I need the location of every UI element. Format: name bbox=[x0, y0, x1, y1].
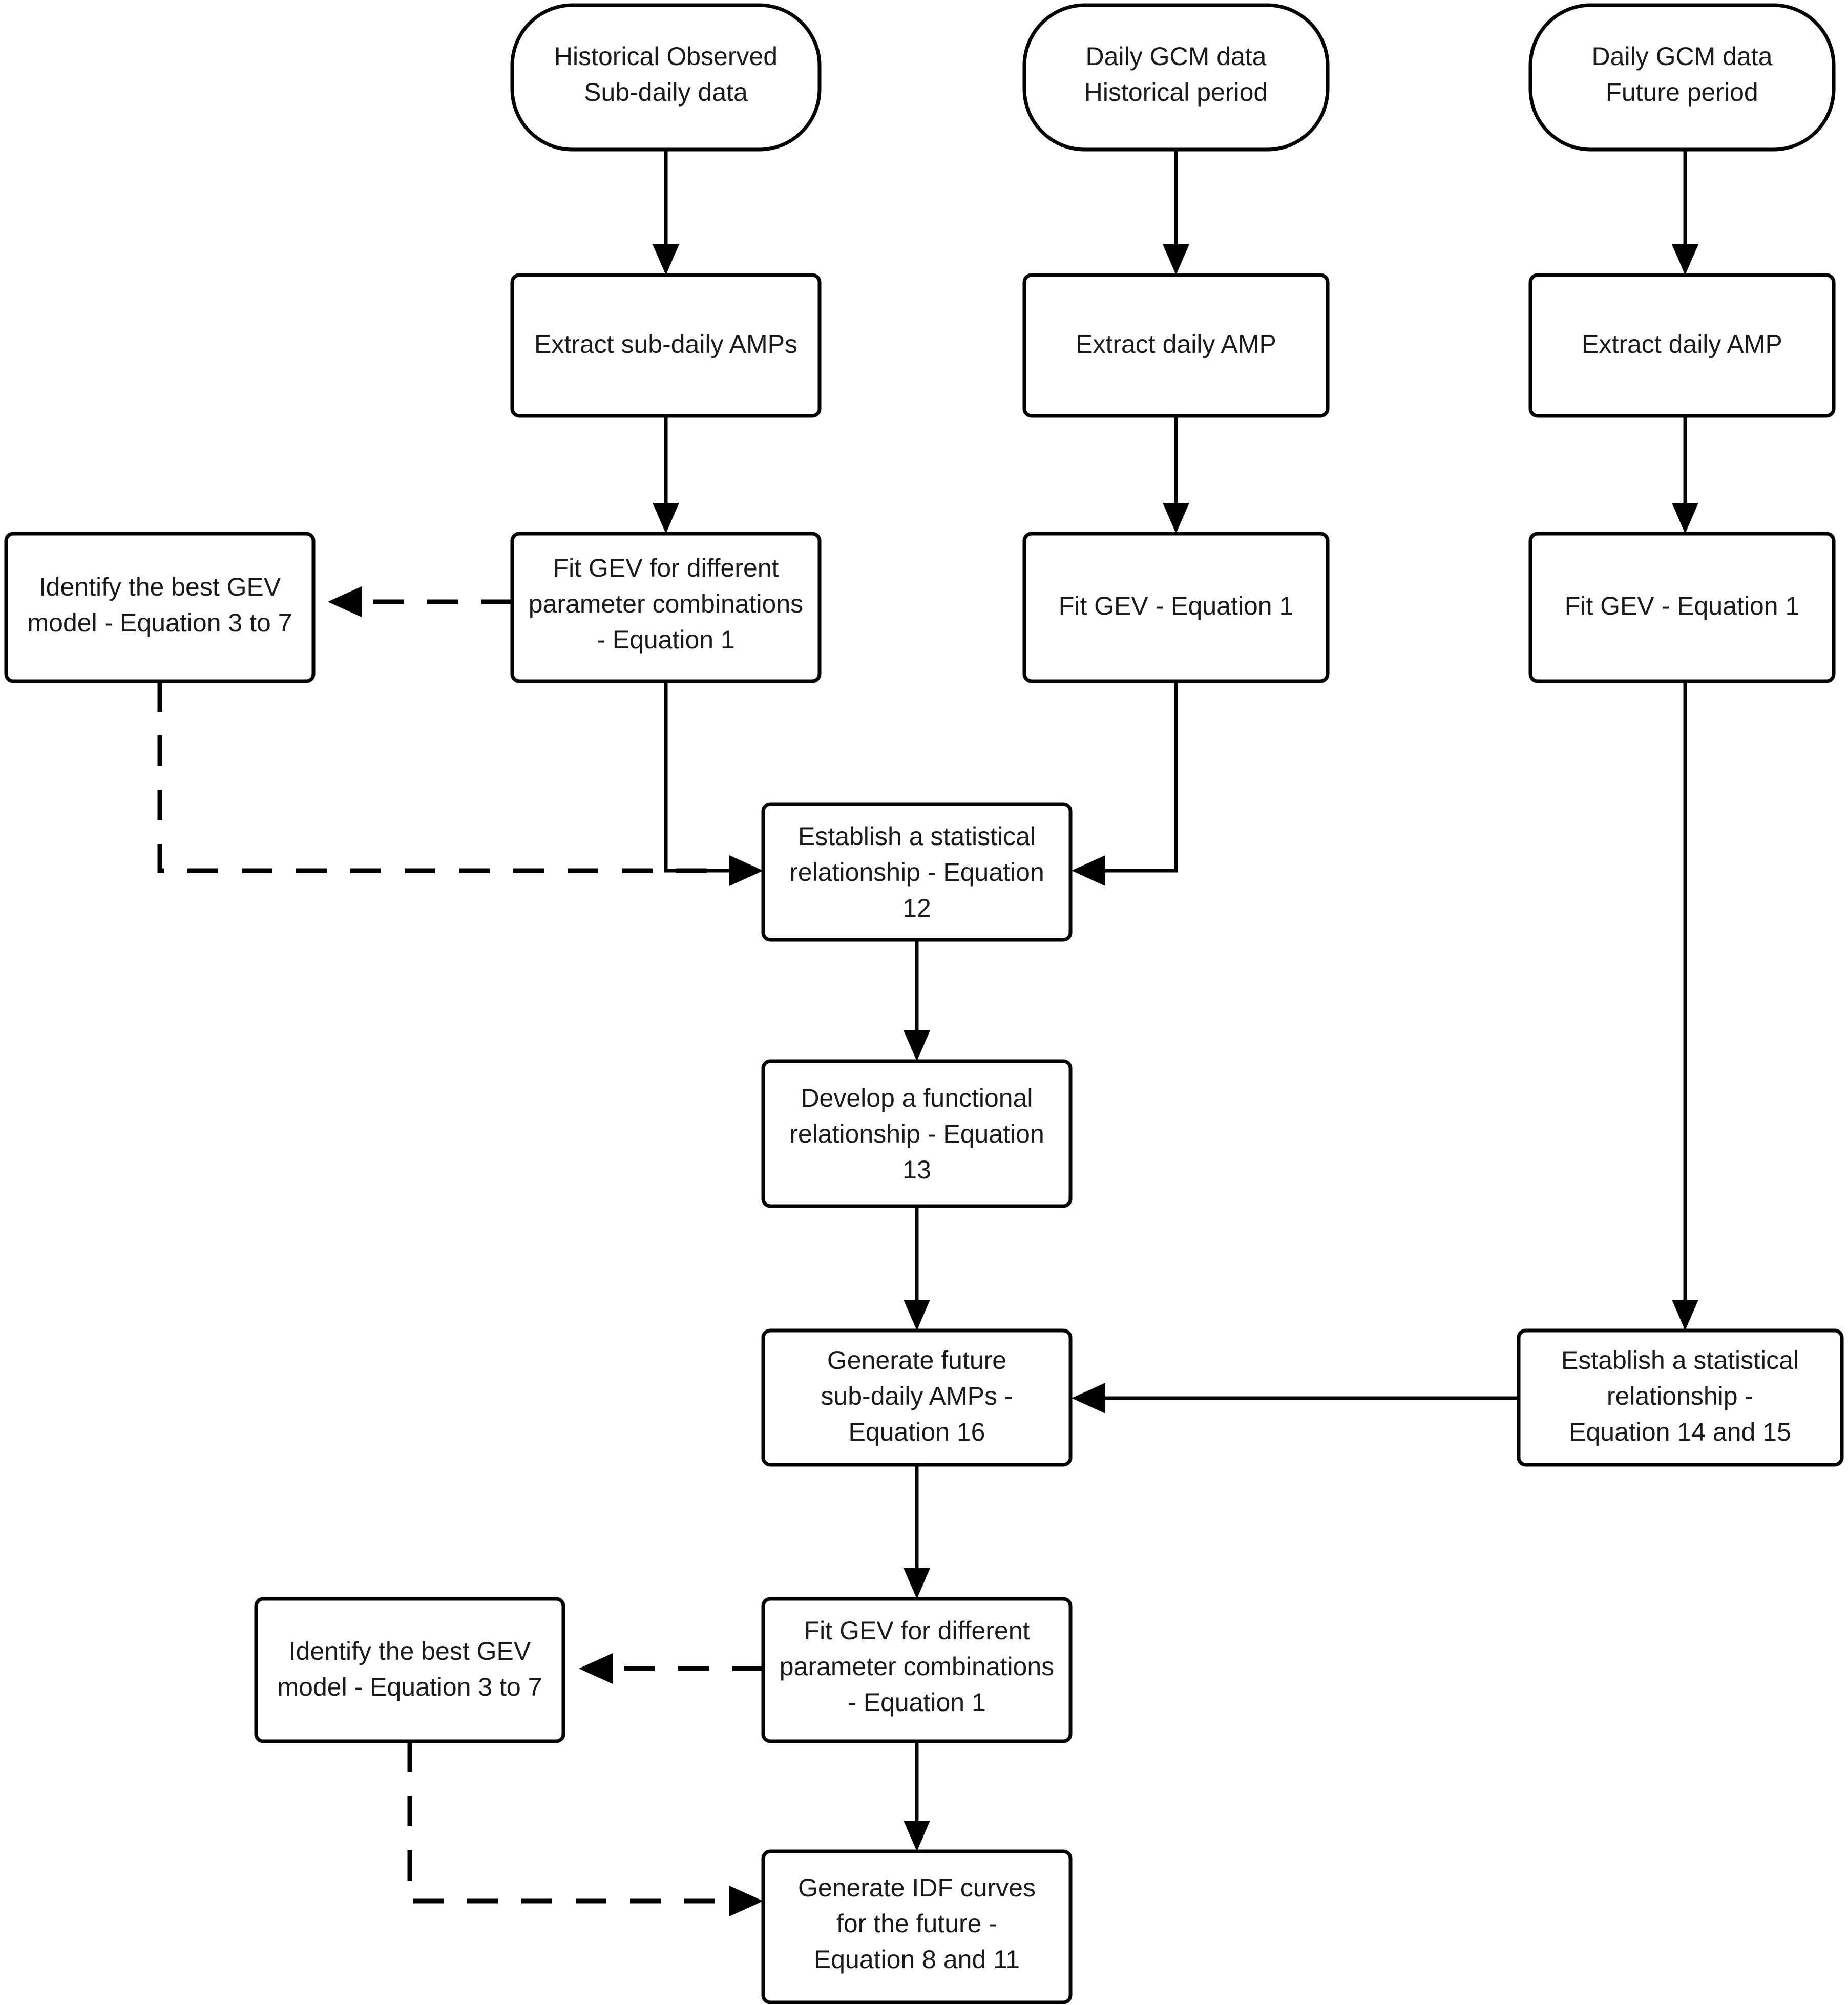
node-establish-statistical-eq14-15[interactable]: Establish a statistical relationship - E… bbox=[1517, 1328, 1844, 1467]
node-fit-gev-combinations-bottom[interactable]: Fit GEV for different parameter combinat… bbox=[761, 1597, 1073, 1743]
node-identify-best-gev-bottom[interactable]: Identify the best GEV model - Equation 3… bbox=[254, 1597, 565, 1743]
edge-fitgev-bottom-to-idf bbox=[904, 1741, 930, 1851]
node-label-line: Identify the best GEV bbox=[39, 573, 281, 601]
node-extract-sub-daily-amps[interactable]: Extract sub-daily AMPs bbox=[510, 273, 822, 418]
edge-establish1415-to-generate-amps bbox=[1072, 1383, 1519, 1413]
node-label-line: Fit GEV for different bbox=[553, 554, 779, 582]
edge-develop13-to-generate-amps bbox=[904, 1206, 930, 1331]
node-label-line: 12 bbox=[902, 894, 931, 922]
node-label-line: relationship - Equation bbox=[789, 1120, 1044, 1148]
edge-gcm-future-to-extract bbox=[1672, 150, 1698, 275]
node-label-line: Historical period bbox=[1084, 78, 1268, 107]
node-label-line: Daily GCM data bbox=[1086, 42, 1267, 71]
node-daily-gcm-historical[interactable]: Daily GCM data Historical period bbox=[1022, 3, 1330, 152]
node-label-line: sub-daily AMPs - bbox=[821, 1382, 1013, 1410]
node-label-line: 13 bbox=[902, 1155, 931, 1184]
edge-identify-top-to-establish12 bbox=[157, 681, 738, 873]
edge-generate-amps-to-fitgev-bottom bbox=[904, 1465, 930, 1599]
node-extract-daily-amp-historical[interactable]: Extract daily AMP bbox=[1022, 273, 1330, 418]
node-label-line: Fit GEV for different bbox=[804, 1616, 1030, 1645]
node-develop-functional-eq13[interactable]: Develop a functional relationship - Equa… bbox=[761, 1059, 1073, 1208]
node-label-line: Fit GEV - Equation 1 bbox=[1565, 592, 1800, 620]
node-label-line: Extract daily AMP bbox=[1582, 330, 1782, 358]
node-generate-idf-curves[interactable]: Generate IDF curves for the future - Equ… bbox=[761, 1849, 1073, 2004]
node-label-line: Generate future bbox=[827, 1346, 1006, 1375]
edge-fitgev-to-identify-top bbox=[328, 586, 512, 617]
node-label-line: Daily GCM data bbox=[1592, 42, 1773, 71]
edge-extract-to-fitgev-hist bbox=[1163, 416, 1189, 534]
node-label-line: relationship - Equation bbox=[789, 858, 1044, 887]
node-fit-gev-equation1-future[interactable]: Fit GEV - Equation 1 bbox=[1528, 532, 1836, 683]
node-label-line: - Equation 1 bbox=[848, 1688, 986, 1717]
node-fit-gev-combinations-top[interactable]: Fit GEV for different parameter combinat… bbox=[510, 532, 822, 683]
node-establish-statistical-eq12[interactable]: Establish a statistical relationship - E… bbox=[761, 802, 1073, 942]
node-extract-daily-amp-future[interactable]: Extract daily AMP bbox=[1528, 273, 1836, 418]
node-label-line: - Equation 1 bbox=[597, 625, 735, 654]
node-generate-future-sub-daily-amps[interactable]: Generate future sub-daily AMPs - Equatio… bbox=[761, 1328, 1073, 1467]
edge-fitgev-future-to-establish1415 bbox=[1672, 681, 1698, 1331]
node-label-line: parameter combinations bbox=[529, 589, 803, 618]
node-identify-best-gev-top[interactable]: Identify the best GEV model - Equation 3… bbox=[4, 532, 316, 683]
node-label-line: Fit GEV - Equation 1 bbox=[1059, 592, 1294, 620]
node-label-line: Equation 8 and 11 bbox=[814, 1945, 1020, 1974]
edge-extract-to-fitgev-future bbox=[1672, 416, 1698, 534]
node-label-line: model - Equation 3 to 7 bbox=[28, 608, 292, 637]
node-label-line: parameter combinations bbox=[780, 1652, 1054, 1681]
edge-identify-bottom-to-idf bbox=[407, 1741, 763, 1916]
edge-establish12-to-develop13 bbox=[904, 940, 930, 1061]
node-label-line: Extract sub-daily AMPs bbox=[534, 330, 797, 358]
node-label-line: for the future - bbox=[836, 1909, 997, 1938]
node-layer: Historical Observed Sub-daily data Daily… bbox=[4, 3, 1844, 2004]
node-label-line: relationship - bbox=[1607, 1382, 1753, 1410]
edge-historical-to-extract bbox=[653, 150, 679, 275]
node-label-line: Extract daily AMP bbox=[1076, 330, 1276, 358]
edge-fitgev-top-to-establish12 bbox=[664, 681, 763, 886]
node-label-line: Sub-daily data bbox=[584, 78, 748, 107]
node-label-line: model - Equation 3 to 7 bbox=[278, 1673, 542, 1701]
edge-fitgev-bottom-to-identify-bottom bbox=[579, 1653, 763, 1684]
node-daily-gcm-future[interactable]: Daily GCM data Future period bbox=[1528, 3, 1836, 152]
node-label-line: Generate IDF curves bbox=[798, 1873, 1036, 1902]
node-label-line: Equation 16 bbox=[849, 1418, 985, 1446]
edge-fitgev-hist-to-establish12 bbox=[1072, 681, 1178, 886]
node-label-line: Identify the best GEV bbox=[289, 1637, 531, 1665]
edge-extract-to-fitgev-top bbox=[653, 416, 679, 534]
node-label-line: Future period bbox=[1606, 78, 1758, 107]
node-label-line: Establish a statistical bbox=[1561, 1346, 1799, 1375]
node-label-line: Establish a statistical bbox=[798, 822, 1036, 851]
node-label-line: Develop a functional bbox=[801, 1084, 1033, 1112]
node-historical-observed-sub-daily[interactable]: Historical Observed Sub-daily data bbox=[510, 3, 822, 152]
node-fit-gev-equation1-historical[interactable]: Fit GEV - Equation 1 bbox=[1022, 532, 1330, 683]
edge-gcm-hist-to-extract bbox=[1163, 150, 1189, 275]
edge-layer bbox=[157, 150, 1698, 1916]
node-label-line: Equation 14 and 15 bbox=[1569, 1418, 1791, 1446]
node-label-line: Historical Observed bbox=[554, 42, 778, 71]
